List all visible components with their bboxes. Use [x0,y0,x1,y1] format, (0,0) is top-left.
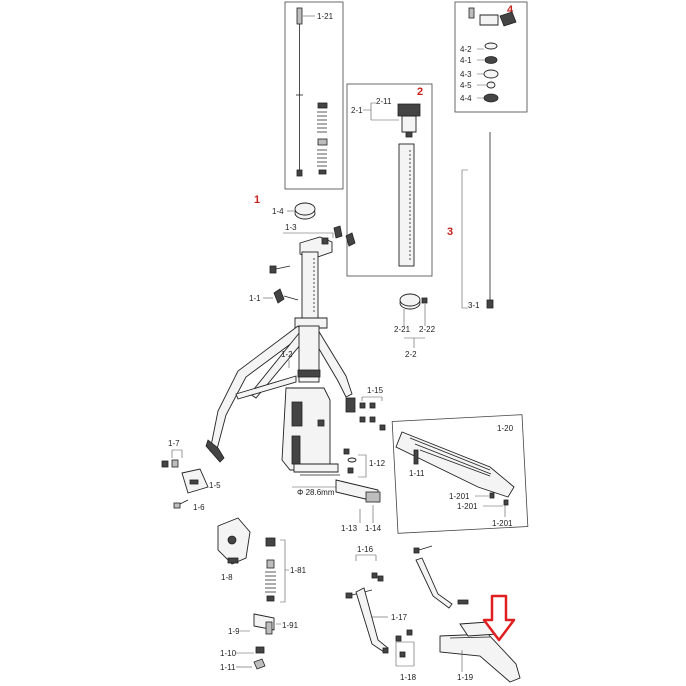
label-4-1: 4-1 [460,56,472,65]
label-1-201-b: 1-201 [457,502,478,511]
label-1-14: 1-14 [365,524,382,533]
parts-1-12 [343,448,357,474]
label-2-22: 2-22 [419,325,436,334]
label-1-18: 1-18 [400,673,417,682]
diameter-label: Φ 28.6mm [297,488,335,497]
label-2-21: 2-21 [394,325,411,334]
clutch-top-2-11 [397,103,421,138]
section-3-number: 3 [447,226,453,238]
label-4-4: 4-4 [460,94,472,103]
rod-1-21 [296,7,303,177]
label-4-5: 4-5 [460,81,472,90]
link-rods-1-17 [355,557,469,653]
screws-1-201 [489,492,509,506]
label-1-201-a: 1-201 [449,492,470,501]
label-2-11: 2-11 [376,97,392,106]
clamp-2-21 [399,293,428,310]
tripod-legs [205,325,356,463]
block-1-10 [255,646,265,654]
rod-3 [486,132,494,309]
label-1-10: 1-10 [220,649,237,658]
bolt-1-6 [173,499,189,509]
label-1-11-b: 1-11 [220,663,236,672]
box-section-2 [346,83,433,277]
box-1-20 [391,414,529,534]
label-1-16: 1-16 [357,545,374,554]
label-1-1: 1-1 [249,294,261,303]
label-1-11-a: 1-11 [409,469,425,478]
tension-1-5 [181,468,209,494]
main-tube [301,251,319,319]
label-1-13: 1-13 [341,524,358,533]
label-1-20: 1-20 [497,424,514,433]
base-casting [281,387,340,476]
spring-1-81 [265,537,276,602]
bolts-1-16 [345,545,433,599]
label-3-1: 3-1 [468,301,480,310]
label-1-19: 1-19 [457,673,474,682]
label-1-3: 1-3 [285,223,297,232]
spring-1-21 [317,102,328,175]
bolt-1-3 [269,265,291,274]
label-1-9: 1-9 [228,627,240,636]
lower-tube [297,325,321,383]
label-1-8: 1-8 [221,573,233,582]
label-1-4: 1-4 [272,207,284,216]
screws-1-18 [382,629,413,658]
box-section-4 [454,1,528,113]
label-2-1: 2-1 [351,106,363,115]
label-1-91: 1-91 [282,621,299,630]
wing-bolt-1-1 [273,288,299,304]
label-4-3: 4-3 [460,70,472,79]
cam-1-8 [217,517,251,565]
strap-1-19 [439,621,521,683]
label-1-17: 1-17 [391,613,408,622]
label-1-21: 1-21 [317,12,334,21]
parts-1-7 [161,459,179,468]
footboard-1-20 [395,431,515,498]
hinge-1-9 [253,613,275,635]
section-2-number: 2 [417,86,423,98]
label-1-81: 1-81 [290,566,307,575]
tripod-collar [294,317,328,329]
screw-1-11-a [413,449,419,465]
clamp-1-4 [294,202,316,220]
screw-1-11-b [253,658,266,670]
label-1-5: 1-5 [209,481,221,490]
screws-1-15 [359,402,386,431]
heel-plate-1-14 [335,479,381,503]
label-1-201-c: 1-201 [492,519,513,528]
box-1-21 [284,1,344,190]
upper-tube-2 [398,143,415,267]
label-2-2: 2-2 [405,350,417,359]
label-1-12: 1-12 [369,459,386,468]
label-1-7: 1-7 [168,439,180,448]
label-4-2: 4-2 [460,45,472,54]
label-1-15: 1-15 [367,386,384,395]
section-4-number: 4 [507,4,514,16]
clutch-parts-4 [468,7,517,103]
red-down-arrow-icon [482,594,516,642]
label-1-6: 1-6 [193,503,205,512]
label-1-2: 1-2 [281,350,293,359]
section-1-number: 1 [254,194,260,206]
